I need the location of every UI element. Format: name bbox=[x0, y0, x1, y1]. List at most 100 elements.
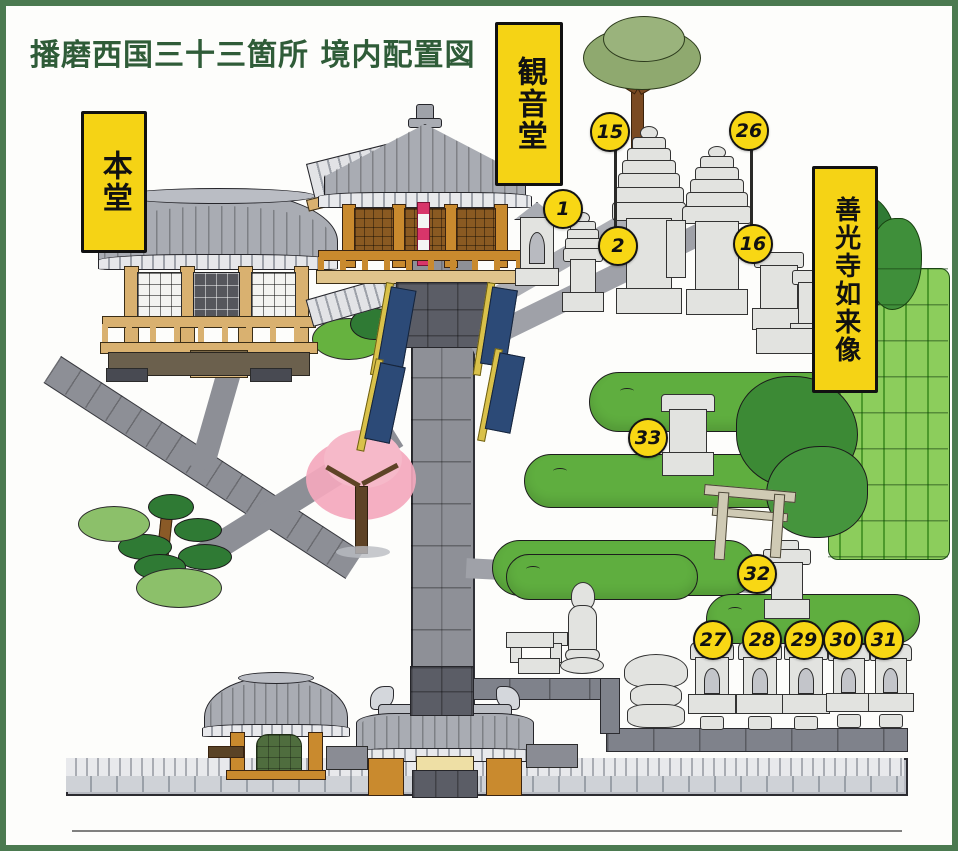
pagoda-15-base bbox=[616, 288, 682, 314]
leader-line-2 bbox=[614, 146, 617, 238]
stone-slab-right bbox=[666, 220, 686, 278]
hondo-wall-left bbox=[137, 272, 182, 318]
bell-tower bbox=[202, 668, 350, 780]
torii-gate bbox=[703, 484, 797, 561]
marker-26[interactable]: 26 bbox=[729, 111, 769, 151]
pagoda-2-shaft bbox=[570, 259, 596, 295]
cherry-tree-shadow bbox=[336, 546, 390, 558]
torii-pillar-left bbox=[713, 491, 730, 561]
marker-15[interactable]: 15 bbox=[590, 112, 630, 152]
marker-33[interactable]: 33 bbox=[628, 418, 668, 458]
marker-33-label: 33 bbox=[634, 427, 662, 449]
sign-kannondo-label: 観音堂 bbox=[511, 56, 547, 152]
marker-32-label: 32 bbox=[743, 563, 771, 585]
kannondo-lattice-right bbox=[456, 208, 496, 252]
shrine-31-niche bbox=[883, 668, 898, 693]
hondo-base-left bbox=[106, 368, 148, 382]
marker-1-label: 1 bbox=[556, 198, 570, 220]
stone-shrine-30 bbox=[826, 644, 872, 728]
hondo-wall-right bbox=[251, 272, 296, 318]
marker-1[interactable]: 1 bbox=[543, 189, 583, 229]
kannondo-roof-ribs bbox=[324, 124, 524, 202]
gate-doorway bbox=[412, 770, 478, 798]
shrine-29-base bbox=[782, 694, 830, 714]
marker-16-label: 16 bbox=[739, 233, 767, 255]
stone-block-left bbox=[506, 632, 554, 648]
shrine-30-niche bbox=[841, 668, 856, 693]
shrine-28-niche bbox=[752, 668, 768, 694]
right-low-wall bbox=[606, 728, 908, 752]
shrine-30-base bbox=[826, 693, 872, 712]
torii-pillar-right bbox=[769, 493, 786, 559]
sign-kannondo[interactable]: 観音堂 bbox=[495, 22, 563, 186]
marker-30[interactable]: 30 bbox=[823, 620, 863, 660]
marker-31[interactable]: 31 bbox=[864, 620, 904, 660]
shrine-29-niche bbox=[798, 668, 814, 694]
hondo-eave-edge bbox=[98, 254, 338, 270]
pagoda-26-shaft bbox=[695, 221, 739, 293]
shrine-29-step bbox=[794, 716, 818, 730]
marker-28[interactable]: 28 bbox=[742, 620, 782, 660]
bell-striker-beam bbox=[208, 746, 244, 758]
memorial-low-block bbox=[756, 328, 814, 354]
pine-foliage-top bbox=[148, 494, 194, 520]
shrine-27-niche bbox=[704, 668, 720, 694]
marker-16[interactable]: 16 bbox=[733, 224, 773, 264]
kannondo-building bbox=[316, 104, 534, 284]
pine-foliage-r1 bbox=[174, 518, 222, 542]
ground-horizon-line bbox=[72, 830, 902, 832]
shrine-28-base bbox=[736, 694, 784, 714]
hondo-building bbox=[98, 164, 338, 382]
hondo-base-right bbox=[250, 368, 292, 382]
bell-tower-sill bbox=[226, 770, 326, 780]
marker-27[interactable]: 27 bbox=[693, 620, 733, 660]
gate-pillar-right bbox=[486, 758, 522, 796]
marker-26-label: 26 bbox=[735, 120, 763, 142]
marker-31-label: 31 bbox=[870, 629, 898, 651]
bell-tower-roof-ribs bbox=[210, 682, 340, 730]
mushroom-stone bbox=[624, 654, 688, 728]
memorial-body-a bbox=[760, 265, 798, 311]
marker-32[interactable]: 32 bbox=[737, 554, 777, 594]
pagoda-26-base bbox=[686, 289, 748, 315]
marker-15-label: 15 bbox=[596, 121, 624, 143]
shrine-31-step bbox=[879, 714, 903, 728]
sign-zenkoji-nyorai[interactable]: 善光寺如来像 bbox=[812, 166, 878, 393]
cherry-tree-trunk bbox=[355, 486, 368, 554]
marker-2[interactable]: 2 bbox=[598, 226, 638, 266]
kannondo-eave bbox=[318, 192, 532, 208]
shrine-28-step bbox=[748, 716, 772, 730]
gate-wall-right bbox=[526, 744, 578, 768]
marker-2-label: 2 bbox=[611, 235, 625, 257]
standing-buddha-statue bbox=[558, 582, 604, 674]
shrine-30-step bbox=[837, 714, 861, 728]
hokora-1-base bbox=[515, 268, 559, 286]
monument-33-body bbox=[669, 409, 707, 455]
monument-32 bbox=[763, 540, 811, 620]
gate-pillar-left bbox=[368, 758, 404, 796]
sign-hondo[interactable]: 本堂 bbox=[81, 111, 147, 253]
shrine-27-base bbox=[688, 694, 736, 714]
bell-tower-ridge bbox=[238, 672, 314, 684]
monument-33-base bbox=[662, 452, 714, 476]
mushroom-stone-base bbox=[627, 704, 685, 728]
shrine-27-step bbox=[700, 716, 724, 730]
kannondo-lattice-left bbox=[354, 208, 394, 252]
map-title: 播磨西国三十三箇所 境内配置図 bbox=[30, 38, 476, 73]
hedge-behind-buddha bbox=[506, 554, 698, 600]
shrub-far-left bbox=[78, 506, 150, 542]
stone-block-center bbox=[518, 658, 560, 674]
marker-29-label: 29 bbox=[790, 629, 818, 651]
marker-27-label: 27 bbox=[699, 629, 727, 651]
marker-28-label: 28 bbox=[748, 629, 776, 651]
monument-32-base bbox=[764, 599, 810, 619]
marker-30-label: 30 bbox=[829, 629, 857, 651]
buddha-body bbox=[568, 605, 597, 653]
shrine-31-base bbox=[868, 693, 914, 712]
center-wall-riser bbox=[600, 678, 620, 734]
stone-pagoda-26 bbox=[682, 146, 752, 318]
sign-hondo-label: 本堂 bbox=[96, 150, 132, 214]
gate-stone-pillar bbox=[410, 666, 474, 716]
marker-29[interactable]: 29 bbox=[784, 620, 824, 660]
